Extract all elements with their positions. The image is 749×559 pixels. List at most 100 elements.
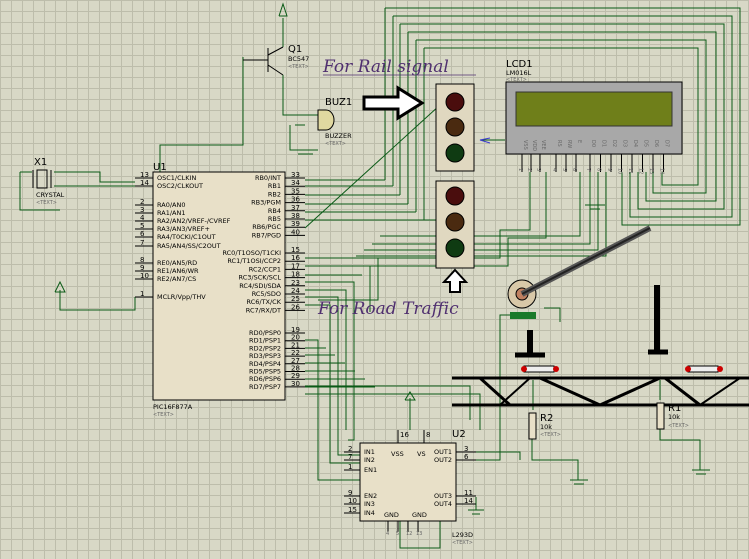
mcu-pin-number: 36 <box>291 196 300 204</box>
mcu-right-pins: 33RB0/INT34RB135RB236RB3/PGM37RB438RB539… <box>222 171 305 391</box>
driver-pin-name: OUT3 <box>434 492 452 500</box>
rail-signal-lights <box>435 83 475 172</box>
mcu-pin-name: RA2/AN2/VREF-/CVREF <box>157 217 231 225</box>
r2-ref: R2 <box>540 413 553 424</box>
lcd-pin-number: 11 <box>627 168 633 174</box>
mcu-pin-number: 34 <box>291 179 300 187</box>
driver-pin-name: IN1 <box>364 448 375 456</box>
lcd-pin-number: 3 <box>535 168 541 171</box>
mcu-pin-name: RC7/RX/DT <box>246 306 281 314</box>
driver-ref: U2 <box>452 429 466 440</box>
mcu-pin-number: 8 <box>140 256 144 264</box>
mcu-pin-number: 26 <box>291 303 300 311</box>
mcu-pin-number: 16 <box>291 254 300 262</box>
lcd-pin-name: D2 <box>611 140 617 147</box>
crystal-value: CRYSTAL <box>36 191 65 199</box>
r2-value: 10k <box>540 423 552 431</box>
mcu-pin-name: RA4/T0CKI/C1OUT <box>157 233 216 241</box>
lcd-pin-name: D5 <box>643 140 649 147</box>
up-arrow-icon <box>441 268 469 293</box>
mcu-pin-number: 35 <box>291 187 300 195</box>
lcd-pin-number: 14 <box>659 168 665 174</box>
mcu-pin-number: 9 <box>140 264 144 272</box>
mcu-pin-number: 24 <box>291 287 300 295</box>
driver-pin-number: 16 <box>400 431 409 439</box>
buzzer-buz1: BUZ1 BUZZER <TEXT> <box>317 97 352 147</box>
mcu-pin-name: RB5 <box>268 215 281 223</box>
driver-pin-number: 12 <box>406 531 412 537</box>
mcu-pin-number: 28 <box>291 365 300 373</box>
driver-pin-number: 3 <box>464 445 468 453</box>
lcd-pin-name: VDD <box>531 140 537 151</box>
lcd-pin-name: D4 <box>632 140 638 147</box>
mcu-pin-name: RB1 <box>268 182 281 190</box>
mcu-pin-name: RB4 <box>268 207 281 215</box>
lcd-screen <box>515 91 673 127</box>
lcd-text: <TEXT> <box>506 77 527 83</box>
mcu-pin-name: RA1/AN1 <box>157 209 185 217</box>
mcu-pin-number: 19 <box>291 326 300 334</box>
q1-text: <TEXT> <box>288 64 309 70</box>
mcu-pin-name: RD5/PSP5 <box>249 368 281 376</box>
driver-pin-number: 2 <box>348 445 352 453</box>
rail-signal-note: For Rail signal <box>322 57 449 77</box>
transistor-q1: Q1 BC547 <TEXT> <box>243 44 309 76</box>
driver-pin-number: 13 <box>416 531 422 537</box>
driver-pin-number: 14 <box>464 497 473 505</box>
driver-pin-name: OUT4 <box>434 500 452 508</box>
buzzer-ref: BUZ1 <box>325 97 352 108</box>
rail-red-lamp <box>445 92 465 112</box>
mcu-pin-number: 4 <box>140 214 145 222</box>
buzzer-text: <TEXT> <box>325 141 346 147</box>
driver-pin-number: 4 <box>386 531 389 537</box>
lcd-pin-name: VEE <box>540 140 546 150</box>
rail-amber-lamp <box>445 117 465 137</box>
mcu-pin-number: 5 <box>140 222 144 230</box>
crystal-text: <TEXT> <box>36 200 57 206</box>
driver-pin-number: 11 <box>464 489 473 497</box>
lcd-pin-name: D6 <box>653 140 659 147</box>
mcu-pin-name: RE1/AN6/WR <box>157 267 199 275</box>
lcd-pin-name: D3 <box>622 140 628 147</box>
lcd-pin-name: RW <box>566 140 572 148</box>
lcd-pin-number: 8 <box>596 168 602 171</box>
mcu-pin-number: 10 <box>140 272 149 280</box>
mcu-pin-name: RD7/PSP7 <box>249 383 281 391</box>
mcu-pin-name: MCLR/Vpp/THV <box>157 293 206 301</box>
gate-motor <box>507 225 652 319</box>
driver-pin-name: OUT2 <box>434 456 452 464</box>
mcu-pin-name: RC3/SCK/SCL <box>239 274 282 282</box>
driver-pin-number: 8 <box>426 431 430 439</box>
lcd-pin-number: 5 <box>561 168 567 171</box>
driver-pin-number: 9 <box>348 489 352 497</box>
mcu-pin-name: RD3/PSP3 <box>249 352 281 360</box>
mcu-pin-name: RA3/AN3/VREF+ <box>157 225 210 233</box>
lcd-pin-name: D1 <box>601 140 607 147</box>
mcu-pin-number: 1 <box>140 290 144 298</box>
driver-pin-name: GND <box>412 511 427 519</box>
mcu-pin-number: 30 <box>291 380 300 388</box>
mcu-pin-number: 27 <box>291 357 300 365</box>
crystal-ref: X1 <box>34 157 47 168</box>
road-amber-lamp <box>445 212 465 232</box>
road-green-lamp <box>445 238 465 258</box>
right-arrow-icon <box>362 85 425 121</box>
mcu-pin-name: RE2/AN7/CS <box>157 275 196 283</box>
mcu-pin-number: 25 <box>291 295 300 303</box>
rail-track <box>452 285 749 407</box>
mcu-pin-number: 39 <box>291 220 300 228</box>
mcu-pin-number: 37 <box>291 204 300 212</box>
driver-pin-number: 6 <box>464 453 469 461</box>
r2-text: <TEXT> <box>540 432 561 438</box>
mcu-pin-number: 17 <box>291 262 300 270</box>
lcd-pin-name: D7 <box>664 140 670 147</box>
mcu-ref: U1 <box>153 162 167 173</box>
road-red-lamp <box>445 186 465 206</box>
driver-pin-name: IN3 <box>364 500 375 508</box>
driver-pin-name: IN2 <box>364 456 375 464</box>
mcu-pin-name: RD2/PSP2 <box>249 344 281 352</box>
lcd-pin-number: 7 <box>585 168 591 171</box>
lcd-pin-number: 4 <box>551 168 557 171</box>
